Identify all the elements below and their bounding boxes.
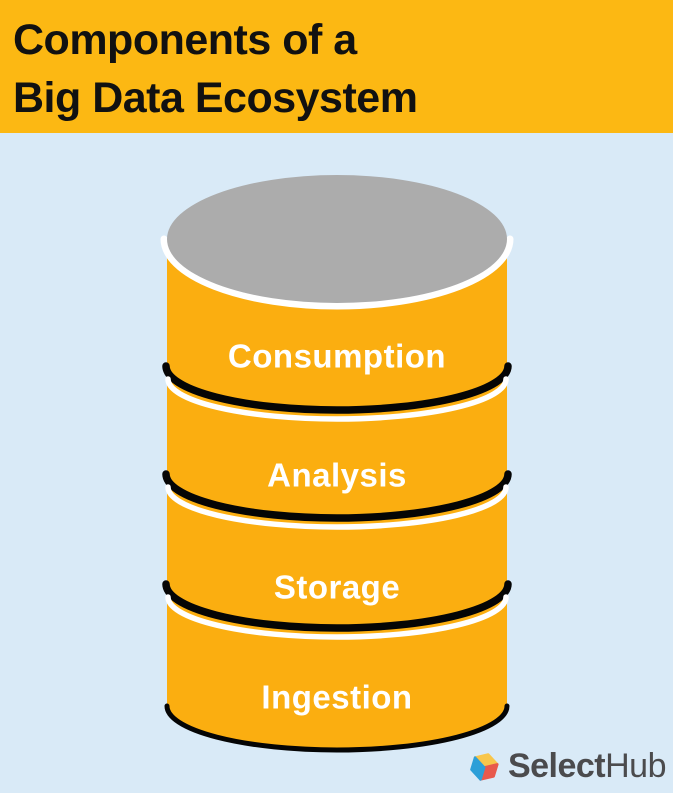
seam-divider-1-black-arc bbox=[162, 362, 512, 414]
selecthub-logo: SelectHub bbox=[468, 747, 666, 786]
segment-label-consumption: Consumption bbox=[228, 338, 446, 375]
cylinder-bottom-outline bbox=[164, 703, 510, 753]
seam-divider-2-black-arc bbox=[162, 470, 512, 522]
seam-divider-1-white-arc bbox=[165, 376, 509, 422]
cube-left-face bbox=[470, 756, 486, 781]
segment-label-storage: Storage bbox=[274, 569, 400, 606]
header-banner: Components of a Big Data Ecosystem bbox=[0, 0, 673, 133]
wordmark-select: Select bbox=[507, 747, 606, 785]
page-title-line2: Big Data Ecosystem bbox=[13, 74, 418, 122]
selecthub-wordmark: SelectHub bbox=[507, 747, 667, 786]
page-title-line1: Components of a bbox=[13, 16, 357, 64]
wordmark-hub: Hub bbox=[605, 747, 666, 785]
seam-divider-3-black-arc bbox=[162, 580, 512, 632]
seam-divider-3-white-arc bbox=[165, 594, 509, 640]
content-area: Consumption Analysis Storage Ingestion S… bbox=[0, 133, 673, 793]
selecthub-cube-icon bbox=[470, 753, 499, 781]
cylinder-top-ellipse bbox=[167, 175, 507, 303]
segment-label-ingestion: Ingestion bbox=[261, 679, 412, 716]
cylinder-body bbox=[167, 239, 507, 750]
cylinder-top-white-rim bbox=[160, 235, 514, 310]
segment-label-analysis: Analysis bbox=[267, 457, 407, 494]
seam-divider-2-white-arc bbox=[165, 484, 509, 530]
big-data-cylinder-diagram: Consumption Analysis Storage Ingestion bbox=[160, 175, 514, 753]
